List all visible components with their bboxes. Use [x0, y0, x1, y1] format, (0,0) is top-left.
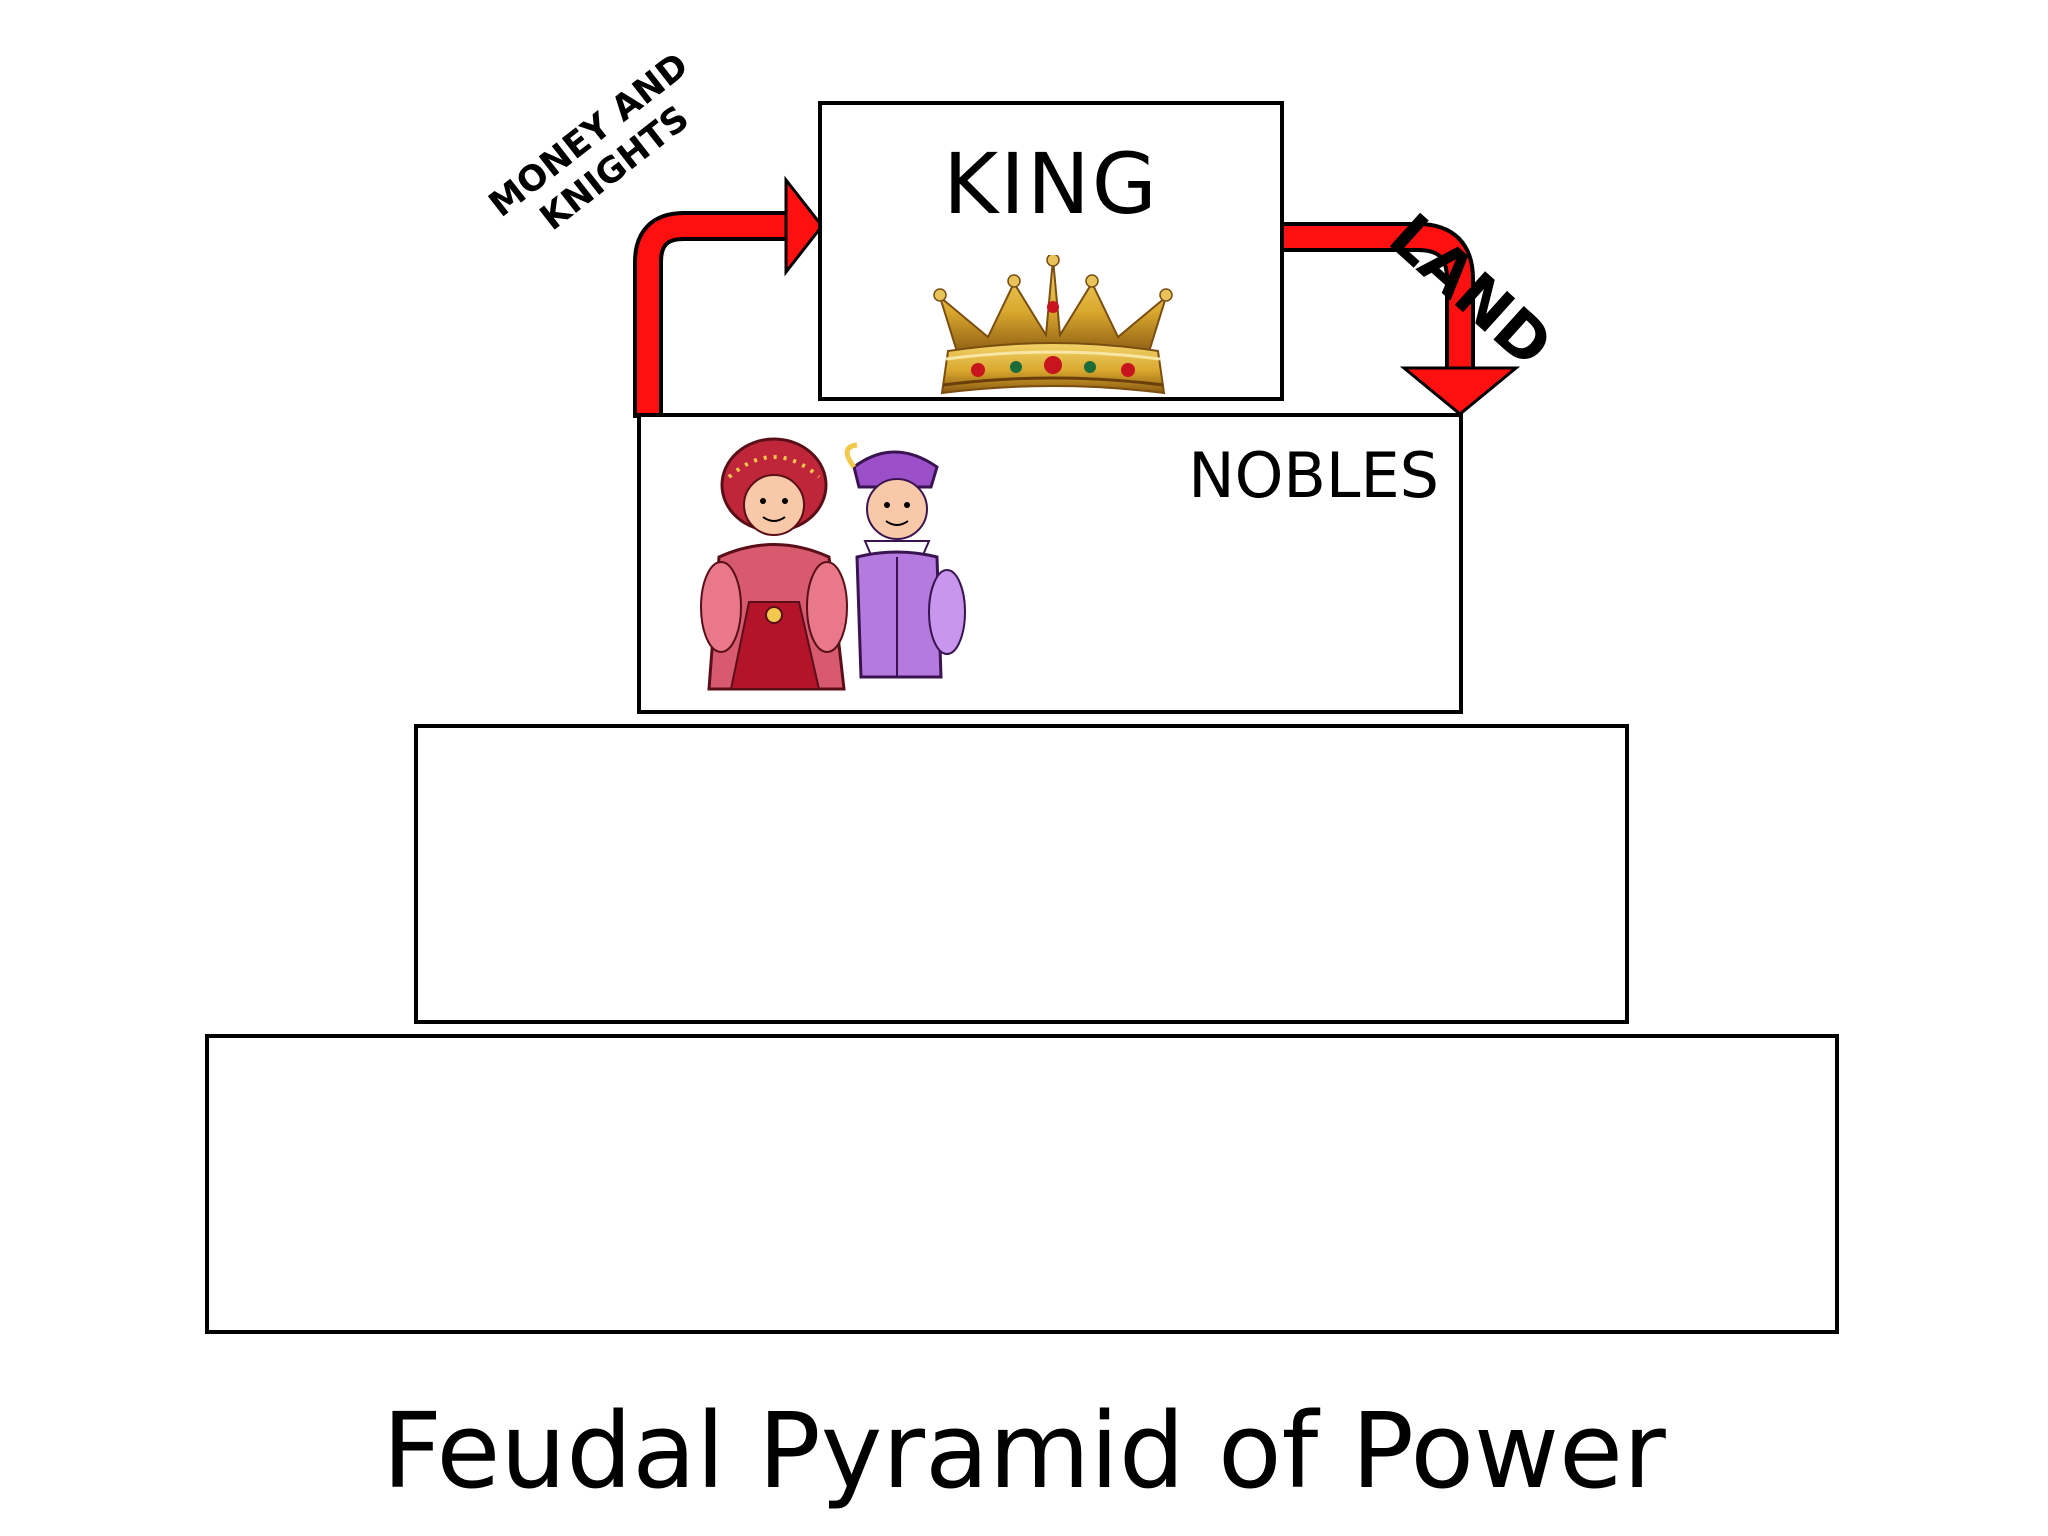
crown-icon — [933, 255, 1173, 395]
king-label: KING — [943, 135, 1159, 233]
noble-man-figure — [844, 442, 966, 679]
nobles-label: NOBLES — [1188, 439, 1439, 512]
land-arrow — [1284, 222, 1521, 416]
money-knights-arrow — [633, 175, 824, 418]
diagram-title: Feudal Pyramid of Power — [382, 1390, 1666, 1512]
fourth-tier-box — [205, 1034, 1839, 1334]
nobles-couple-icon — [700, 437, 966, 691]
lady-figure — [700, 437, 848, 691]
nobles-tier-box: NOBLES — [637, 413, 1463, 714]
third-tier-box — [414, 724, 1629, 1024]
king-tier-box: KING — [818, 101, 1284, 401]
